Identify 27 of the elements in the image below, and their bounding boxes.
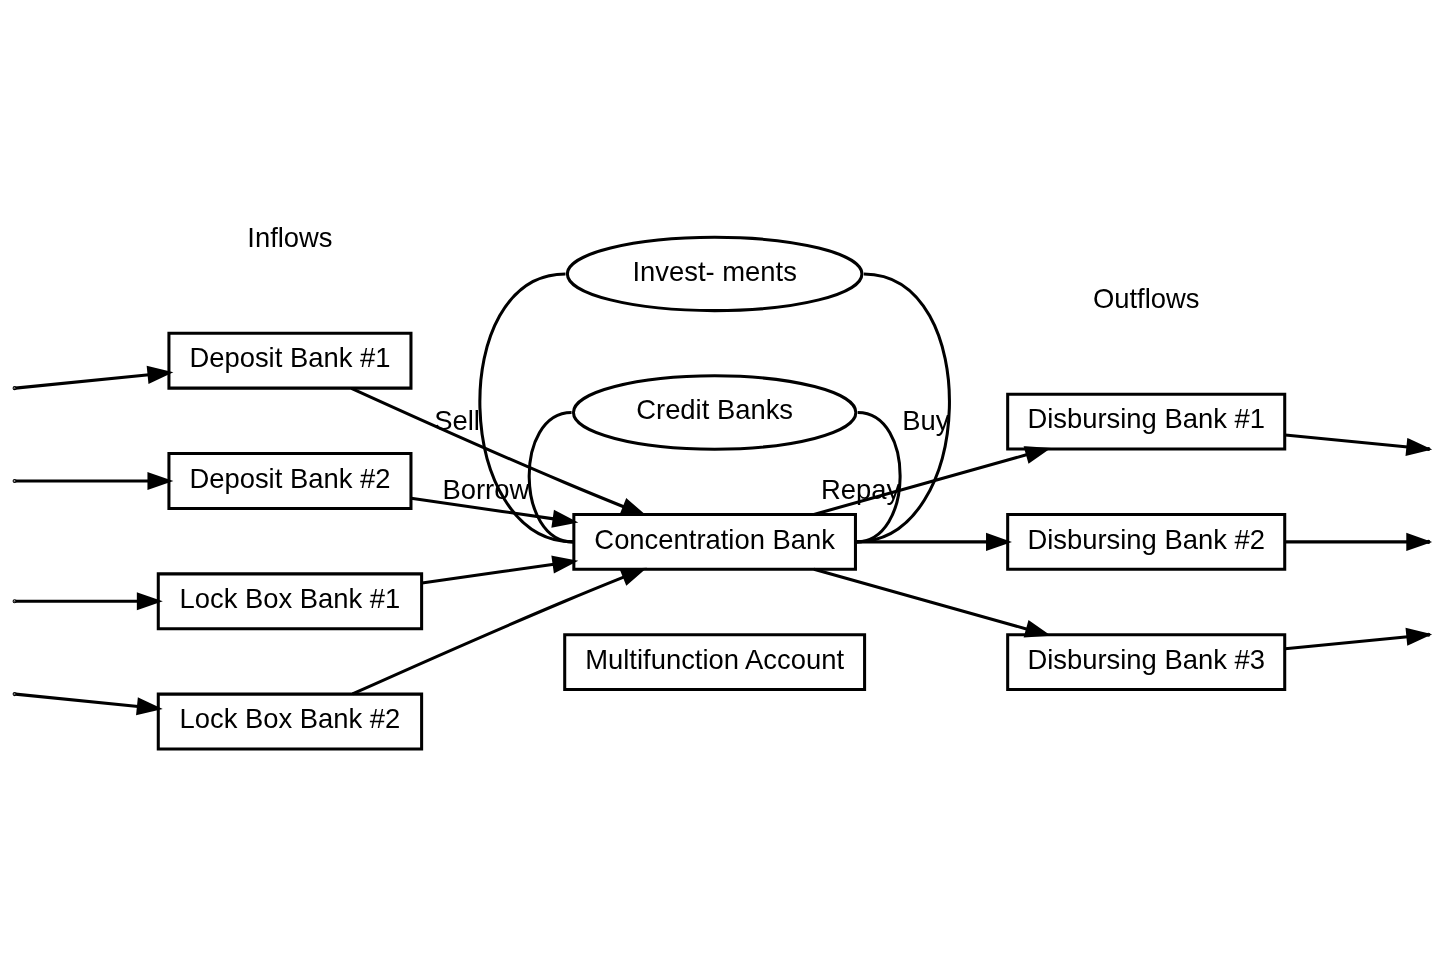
label: Outflows: [1092, 282, 1200, 314]
node-box: Disbursing Bank #2: [1006, 512, 1287, 571]
node-box: Lock Box Bank #1: [156, 571, 424, 630]
arrow: [15, 365, 174, 390]
node-box: Disbursing Bank #1: [1006, 392, 1287, 451]
node-box: Deposit Bank #1: [167, 331, 413, 390]
arrow: [421, 555, 579, 584]
node-box: Concentration Bank: [572, 512, 857, 571]
node-box: Disbursing Bank #3: [1006, 632, 1287, 691]
node-ellipse: Credit Banks: [571, 373, 858, 451]
arrow: [351, 567, 647, 695]
node-box: Deposit Bank #2: [167, 451, 413, 510]
arrow: [855, 532, 1012, 551]
connector: [527, 410, 574, 543]
label: Inflows: [247, 221, 333, 253]
arrow: [410, 496, 579, 528]
node-box: Multifunction Account: [563, 632, 867, 691]
arrow: [350, 386, 647, 516]
arrow: [813, 567, 1052, 638]
node-box: Lock Box Bank #2: [156, 692, 424, 750]
arrow: [15, 471, 174, 490]
node-ellipse: Invest- ments: [565, 235, 864, 312]
arrow: [813, 445, 1052, 516]
connector: [478, 272, 574, 543]
arrow: [15, 591, 163, 610]
arrow: [15, 692, 163, 715]
connector: [855, 272, 951, 543]
